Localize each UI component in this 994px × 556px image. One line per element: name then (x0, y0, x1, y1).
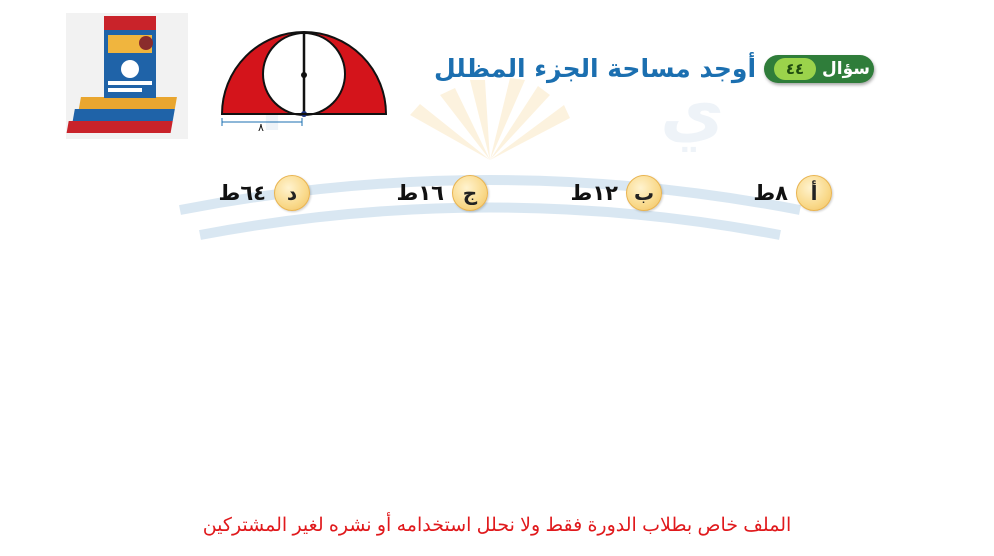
question-badge: سؤال ٤٤ (764, 54, 874, 83)
option-b[interactable]: ب ١٢ط (571, 175, 662, 211)
question-label: سؤال (822, 58, 870, 79)
book-cover-image (66, 13, 188, 139)
option-a-value: ٨ط (753, 181, 788, 205)
center-point (301, 72, 307, 78)
watermark-logo: ا ي (179, 65, 801, 240)
option-b-letter[interactable]: ب (626, 175, 662, 211)
question-text: أوجد مساحة الجزء المظلل (433, 54, 757, 83)
question-header: سؤال ٤٤ أوجد مساحة الجزء المظلل (434, 54, 874, 83)
option-d-letter[interactable]: د (274, 175, 310, 211)
option-d[interactable]: د ٦٤ط (219, 175, 310, 211)
option-b-value: ١٢ط (570, 181, 618, 205)
option-d-value: ٦٤ط (218, 181, 266, 205)
question-number: ٤٤ (774, 57, 817, 80)
option-a-letter[interactable]: أ (796, 175, 832, 211)
option-c-letter[interactable]: ج (452, 175, 488, 211)
radius-label: ٨ (258, 121, 264, 132)
footer-notice: الملف خاص بطلاب الدورة فقط ولا نحلل استخ… (202, 515, 792, 536)
option-a[interactable]: أ ٨ط (753, 175, 832, 211)
option-c-value: ١٦ط (396, 181, 444, 205)
semicircle-figure: ٨ (220, 31, 388, 132)
svg-text:ي: ي (660, 70, 724, 152)
option-c[interactable]: ج ١٦ط (397, 175, 488, 211)
